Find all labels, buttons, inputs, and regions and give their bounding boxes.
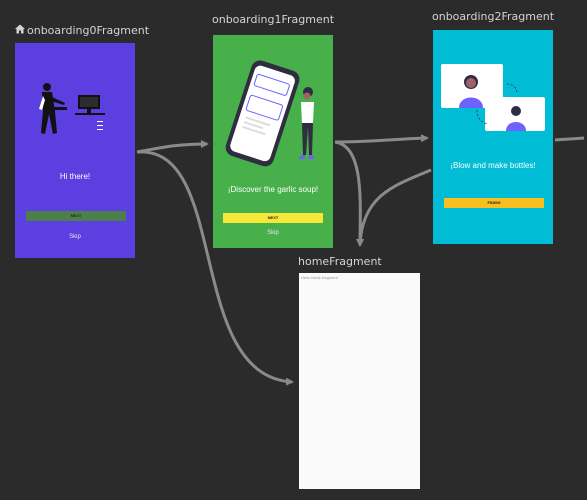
action-onboarding1-to-home[interactable] [334,140,365,247]
action-onboarding0-to-home[interactable] [136,150,294,386]
onboarding0-headline: Hi there! [59,172,91,181]
onboarding2-finish-button[interactable]: FINISH [444,198,544,208]
action-onboarding2-to-next[interactable] [554,136,585,142]
person-at-desk-illustration [39,83,105,134]
onboarding2-headline: ¡Blow and make bottles! [450,161,536,170]
onboarding0-fragment-preview[interactable]: Hi there! NEXT Skip [15,43,135,258]
fragment-title-onboarding0: onboarding0Fragment [27,24,150,37]
fragment-title-home: homeFragment [298,255,382,268]
action-onboarding2-to-home[interactable] [356,168,432,247]
onboarding1-headline: ¡Discover the garlic soup! [227,185,319,194]
video-call-illustration [441,64,545,131]
phone-and-woman-illustration [225,60,314,167]
action-onboarding1-to-onboarding2[interactable] [334,134,429,144]
fragment-title-onboarding2: onboarding2Fragment [432,10,555,23]
start-destination-home-icon [15,24,25,34]
home-fragment-preview[interactable] [299,273,420,489]
onboarding1-skip-link[interactable]: Skip [267,230,279,236]
onboarding0-skip-link[interactable]: Skip [69,234,81,240]
fragment-title-onboarding1: onboarding1Fragment [212,13,335,26]
onboarding2-fragment-preview[interactable]: ¡Blow and make bottles! FINISH [433,30,553,244]
onboarding1-next-button[interactable]: NEXT [223,213,323,223]
onboarding1-fragment-preview[interactable]: ¡Discover the garlic soup! NEXT Skip [213,35,333,248]
home-placeholder-text: Hello blank fragment [301,275,338,280]
onboarding0-next-button[interactable]: NEXT [26,211,126,221]
